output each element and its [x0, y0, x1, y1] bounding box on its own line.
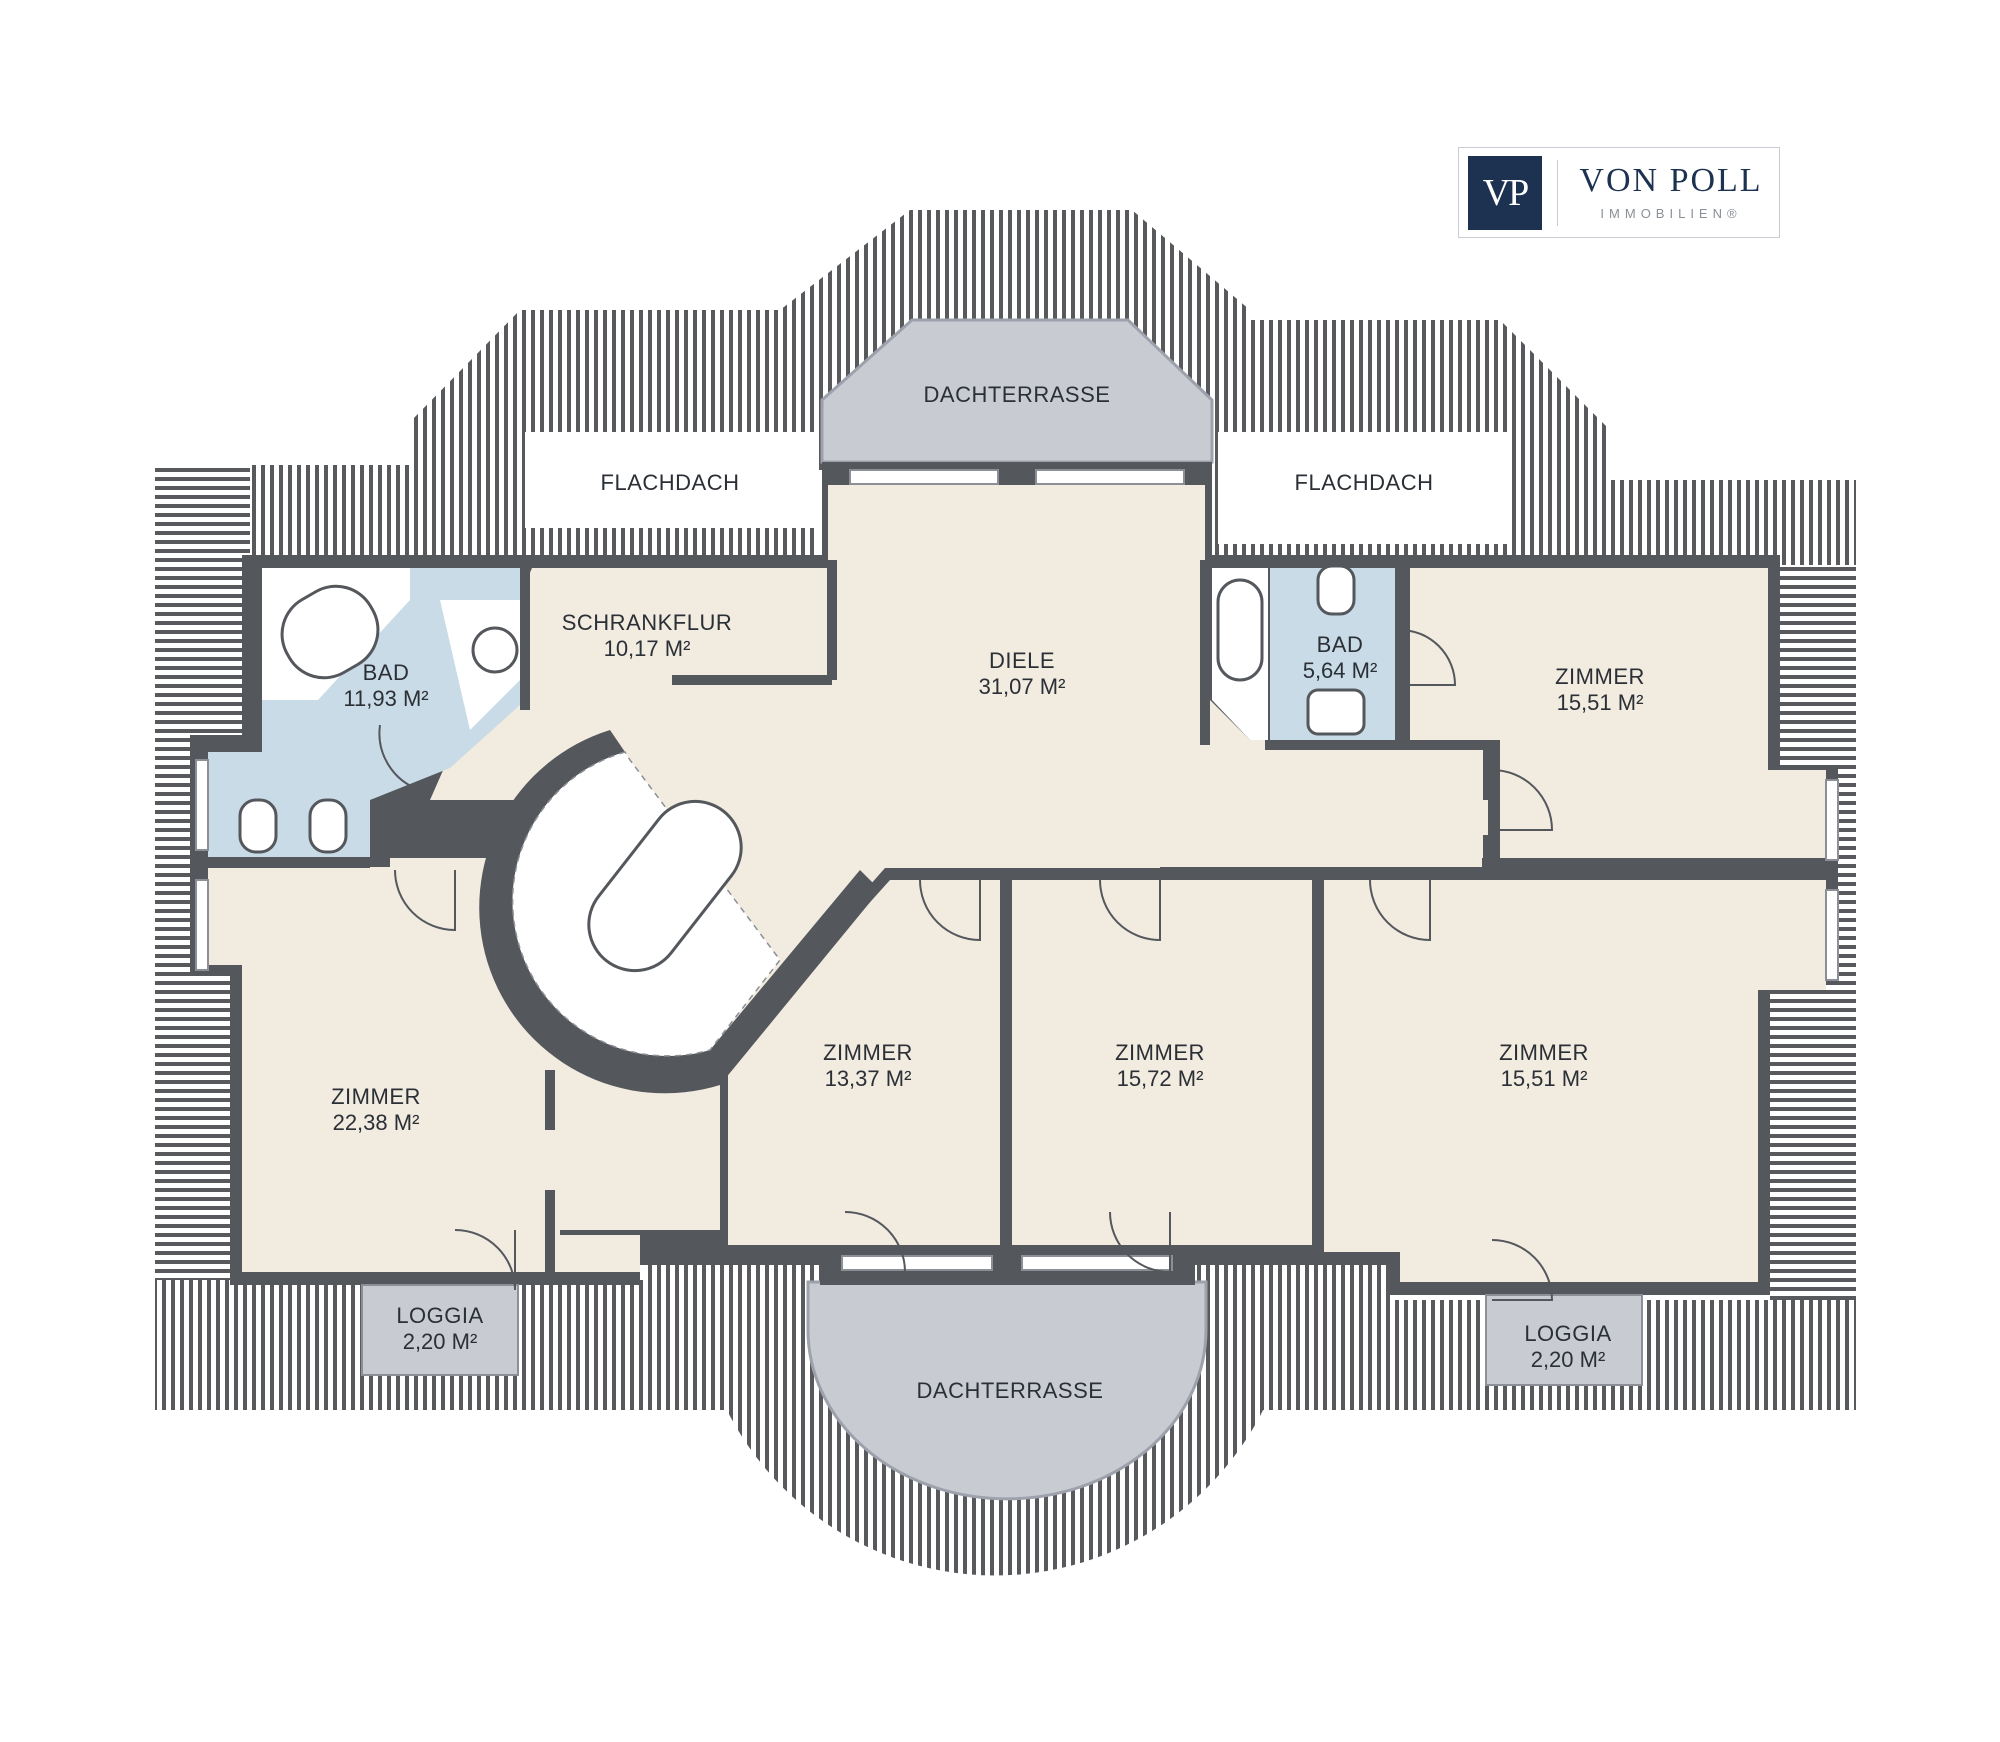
- sink-right: [1306, 688, 1366, 736]
- bad-right-area: [1270, 568, 1398, 740]
- label-dachterrasse-top: DACHTERRASSE: [924, 382, 1111, 407]
- dachterrasse-bottom-area: [806, 1280, 1208, 1501]
- room-labels: DACHTERRASSE FLACHDACH FLACHDACH SCHRANK…: [331, 382, 1645, 1403]
- bathtub-left: [280, 584, 380, 680]
- doors: [378, 629, 1554, 1301]
- label-bad-right-area: 5,64 M²: [1303, 658, 1378, 683]
- label-loggia-right-area: 2,20 M²: [1531, 1347, 1606, 1372]
- toilet-left-2: [308, 798, 348, 854]
- label-loggia-left: LOGGIA: [396, 1303, 483, 1328]
- label-zimmer-w-area: 22,38 M²: [333, 1110, 420, 1135]
- label-diele-area: 31,07 M²: [979, 674, 1066, 699]
- staircase: [479, 730, 880, 1094]
- label-flachdach-left: FLACHDACH: [601, 470, 740, 495]
- logo-divider: [1557, 160, 1558, 226]
- zimmer-c1-area: [728, 880, 1000, 1245]
- toilet-left-1: [238, 798, 278, 854]
- stair-wall: [479, 730, 880, 1094]
- logo-mark: VP: [1468, 156, 1542, 230]
- label-bad-left-area: 11,93 M²: [343, 686, 428, 711]
- label-loggia-right: LOGGIA: [1524, 1321, 1611, 1346]
- label-zimmer-c2-area: 15,72 M²: [1117, 1066, 1204, 1091]
- interior-walls: [208, 560, 1826, 1272]
- zimmer-w-area: [208, 868, 640, 1272]
- label-zimmer-se: ZIMMER: [1499, 1040, 1589, 1065]
- label-diele: DIELE: [989, 648, 1055, 673]
- logo-subtitle: IMMOBILIEN®: [1600, 206, 1742, 221]
- fixtures: [238, 564, 1366, 854]
- label-schrankflur: SCHRANKFLUR: [562, 610, 733, 635]
- toilet-right: [1316, 564, 1356, 616]
- zimmer-c2-area: [1012, 880, 1312, 1245]
- label-bad-left: BAD: [363, 660, 410, 685]
- sink-left: [471, 626, 519, 674]
- label-zimmer-se-area: 15,51 M²: [1501, 1066, 1588, 1091]
- label-loggia-left-area: 2,20 M²: [403, 1329, 478, 1354]
- bathtub-right: [1216, 578, 1264, 682]
- flachdach-left-area: [525, 432, 815, 528]
- logo: VP VON POLL IMMOBILIEN®: [1458, 147, 1780, 238]
- label-zimmer-ne-area: 15,51 M²: [1557, 690, 1644, 715]
- logo-name: VON POLL: [1579, 162, 1763, 199]
- flachdach-right-area: [1218, 432, 1510, 544]
- label-bad-right: BAD: [1317, 632, 1364, 657]
- zimmer-ne-area: [1410, 568, 1826, 858]
- label-zimmer-ne: ZIMMER: [1555, 664, 1645, 689]
- label-zimmer-c1-area: 13,37 M²: [825, 1066, 912, 1091]
- zimmer-se-area: [1324, 880, 1826, 1282]
- label-schrankflur-area: 10,17 M²: [604, 636, 691, 661]
- label-zimmer-w: ZIMMER: [331, 1084, 421, 1109]
- label-flachdach-right: FLACHDACH: [1295, 470, 1434, 495]
- label-zimmer-c2: ZIMMER: [1115, 1040, 1205, 1065]
- label-zimmer-c1: ZIMMER: [823, 1040, 913, 1065]
- stair-landing: [587, 799, 743, 973]
- label-dachterrasse-bottom: DACHTERRASSE: [917, 1378, 1104, 1403]
